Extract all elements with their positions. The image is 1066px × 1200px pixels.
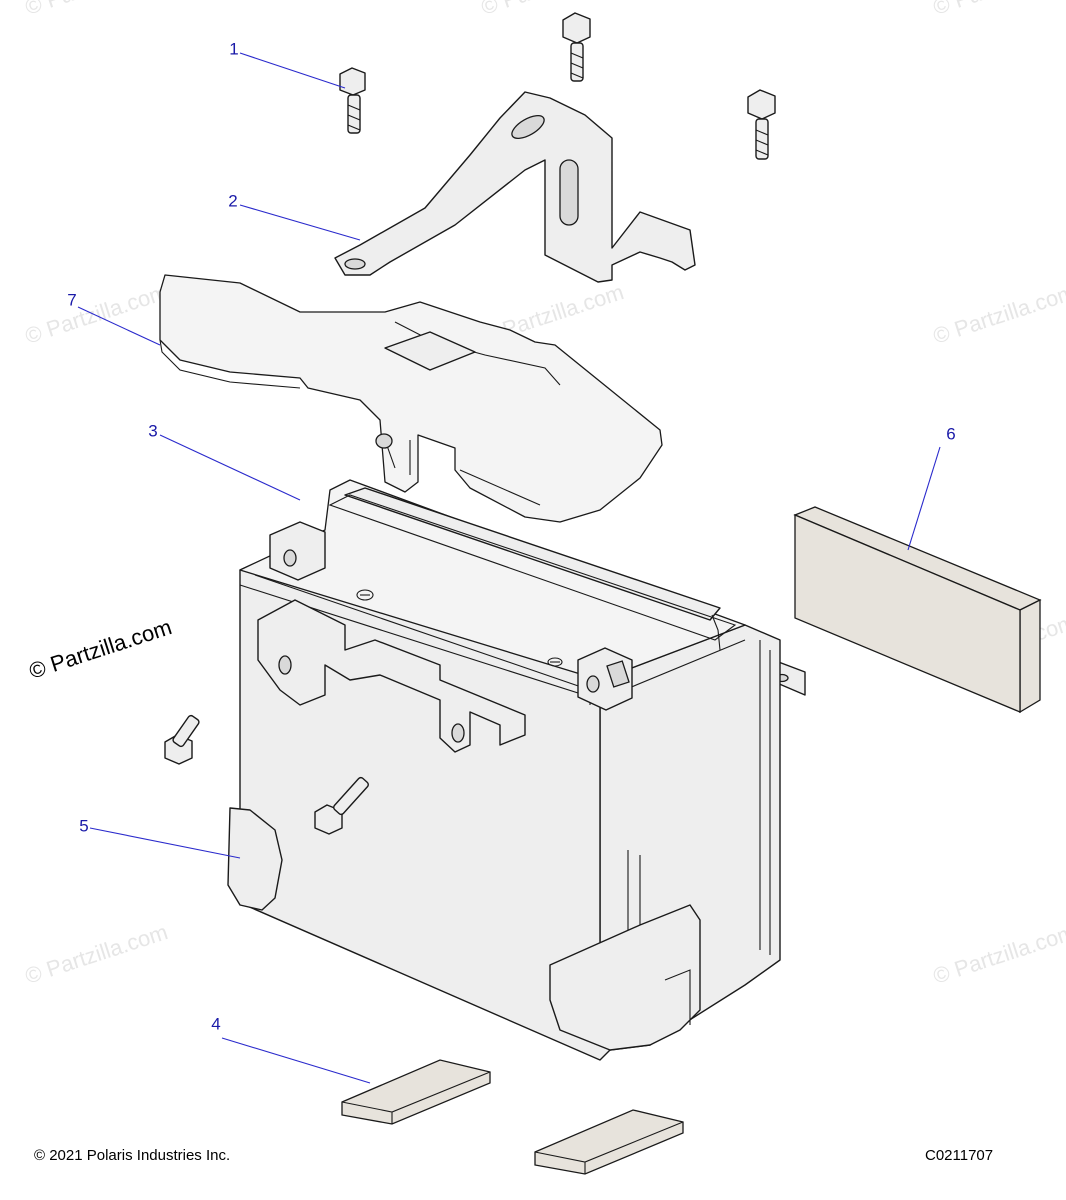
diagram-code: C0211707 bbox=[925, 1147, 994, 1164]
leader-line-5 bbox=[89, 827, 241, 859]
leader-line-7 bbox=[77, 306, 161, 346]
part-4-pad bbox=[534, 1109, 684, 1175]
part-2-bracket bbox=[334, 91, 696, 283]
part-1-bolt bbox=[164, 714, 200, 765]
callout-3: 3 bbox=[148, 421, 158, 441]
callout-7: 7 bbox=[67, 290, 77, 310]
callout-6: 6 bbox=[946, 424, 956, 444]
leader-lines bbox=[77, 52, 941, 1084]
callout-5: 5 bbox=[79, 816, 89, 836]
leader-line-2 bbox=[239, 204, 361, 241]
part-5-holder-straps bbox=[227, 599, 701, 1051]
leader-line-1 bbox=[239, 52, 346, 89]
callout-1: 1 bbox=[229, 39, 239, 59]
part-7-cover-plate bbox=[159, 274, 663, 523]
part-6-pad-block bbox=[793, 506, 1042, 714]
part-4-pad bbox=[341, 1059, 491, 1125]
callout-4: 4 bbox=[211, 1014, 221, 1034]
part-1-bolt bbox=[314, 776, 369, 835]
leader-line-6 bbox=[907, 446, 941, 551]
copyright-text: © 2021 Polaris Industries Inc. bbox=[34, 1147, 231, 1164]
leader-line-4 bbox=[221, 1037, 371, 1084]
callout-2: 2 bbox=[228, 191, 238, 211]
part-1-bolt bbox=[562, 12, 591, 82]
part-1-bolt bbox=[747, 89, 776, 160]
part-3-battery bbox=[234, 479, 806, 1061]
leader-line-3 bbox=[159, 434, 301, 501]
part-1-bolt bbox=[339, 67, 366, 134]
